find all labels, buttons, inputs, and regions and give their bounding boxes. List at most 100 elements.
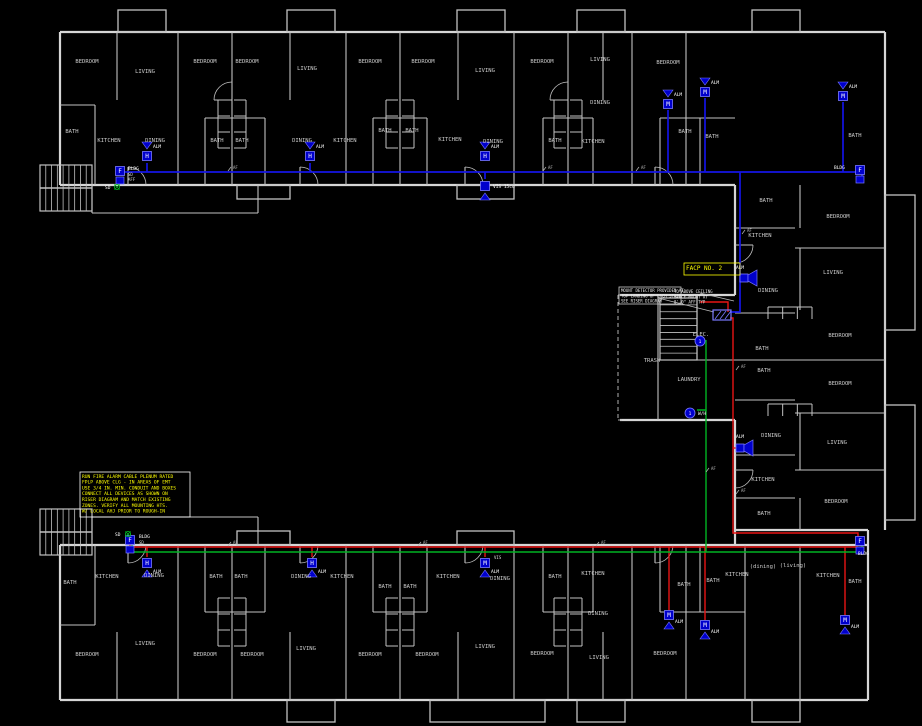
room-label: BATH [235,138,248,144]
room-label: BATH [759,198,772,204]
strobe-triangle [663,621,675,630]
room-label: BATH [757,511,770,517]
room-label: BEDROOM [358,652,382,658]
device-label: ALM [316,144,324,150]
labels-layer: BEDROOM LIVING BEDROOM BEDROOM LIVING BEDROOM… [63,57,861,661]
room-label: BEDROOM [530,651,554,657]
device-body [840,615,850,625]
horn-cone [743,439,754,457]
balcony-bumpout [576,699,626,723]
balcony-bumpout [236,184,291,200]
duct-detector-x [125,531,131,537]
room-label: BATH [234,574,247,580]
room-label: KITCHEN [333,138,356,144]
device-body [855,536,865,546]
note-line: W/ LOCAL AHJ PRIOR TO ROUGH-IN [82,509,165,515]
room-label: BATH [548,138,561,144]
device-body [700,620,710,630]
room-label: LIVING [823,270,843,276]
room-label: LIVING [827,440,847,446]
room-label: BATH [403,584,416,590]
room-label: DINING [490,576,510,582]
room-label: LIVING [589,655,609,661]
duct-detector-circle [124,530,132,538]
walls-layer [58,30,887,702]
device-letter: H [145,560,149,567]
device-label: SD [105,185,111,191]
detail-layer [39,9,916,723]
room-label: BATH [209,574,222,580]
door-swing-arc [734,469,754,489]
strobe-triangle [837,81,849,90]
balcony-bumpout [456,530,515,546]
room-label: BATH [378,584,391,590]
device-label: ALM [153,144,161,150]
room-label: BEDROOM [411,59,435,65]
room-label: BATH [705,134,718,140]
device-label: W/H [698,411,706,417]
wire-tick [635,166,640,172]
device-backbox [115,176,125,185]
room-label: LIVING [590,57,610,63]
wire-tick [595,541,600,547]
wire-tag-label: AF [548,165,553,170]
device-label: ALM [491,144,499,150]
room-label: BATH [65,129,78,135]
note-line: ZONES. VERIFY ALL MOUNTING HTS. [82,503,168,509]
wire-tag-label: AF [747,228,752,233]
room-label: LIVING [135,641,155,647]
room-label: KITCHEN [436,574,459,580]
wire-tag-label: AF [233,165,238,170]
wire-tick [705,467,710,473]
device-label: SD [115,532,121,538]
room-label: BATH [678,129,691,135]
balcony-bumpout [286,9,336,33]
note-line: MOUNT DETECTOR PROVIDED AT [621,288,684,293]
device-label: ALM [491,569,499,575]
device-label: VIS 15cd [493,184,515,190]
duct-detector-x [114,184,120,190]
note-line: FPLP ABOVE CLG - IN AREAS OF EMT [82,480,171,486]
device-strobe: VIS 15cd [479,181,515,201]
device-body [142,151,152,161]
room-label: (dining) [750,564,777,570]
wire-blue [730,172,741,313]
note-border [683,262,741,276]
balcony-bumpout [751,699,801,723]
room-label: BEDROOM [656,60,680,66]
strobe-triangle [141,141,153,150]
strobe-triangle [141,569,153,578]
wire-tick [735,365,740,371]
device-backbox [855,546,865,555]
device-backbox [125,545,135,554]
room-label: DINING [144,573,164,579]
device-body [739,273,749,283]
facp-hatch [719,310,727,320]
duct-detector-circle [113,183,121,191]
balcony-bumpout [236,530,291,546]
wire-tag-label: AF [741,488,746,493]
room-label: KITCHEN [751,477,774,483]
device-letter: 1 [699,339,702,345]
wire-tag-label: AF [641,165,646,170]
device-letter: M [703,89,707,96]
room-label: BATH [755,346,768,352]
room-label: BEDROOM [358,59,382,65]
device-wall-horn: ALM [735,434,754,457]
room-label: TRASH [644,358,661,364]
wire-tick [735,489,740,495]
room-label: ELEC. [693,332,710,338]
room-label: BATH [405,128,418,134]
